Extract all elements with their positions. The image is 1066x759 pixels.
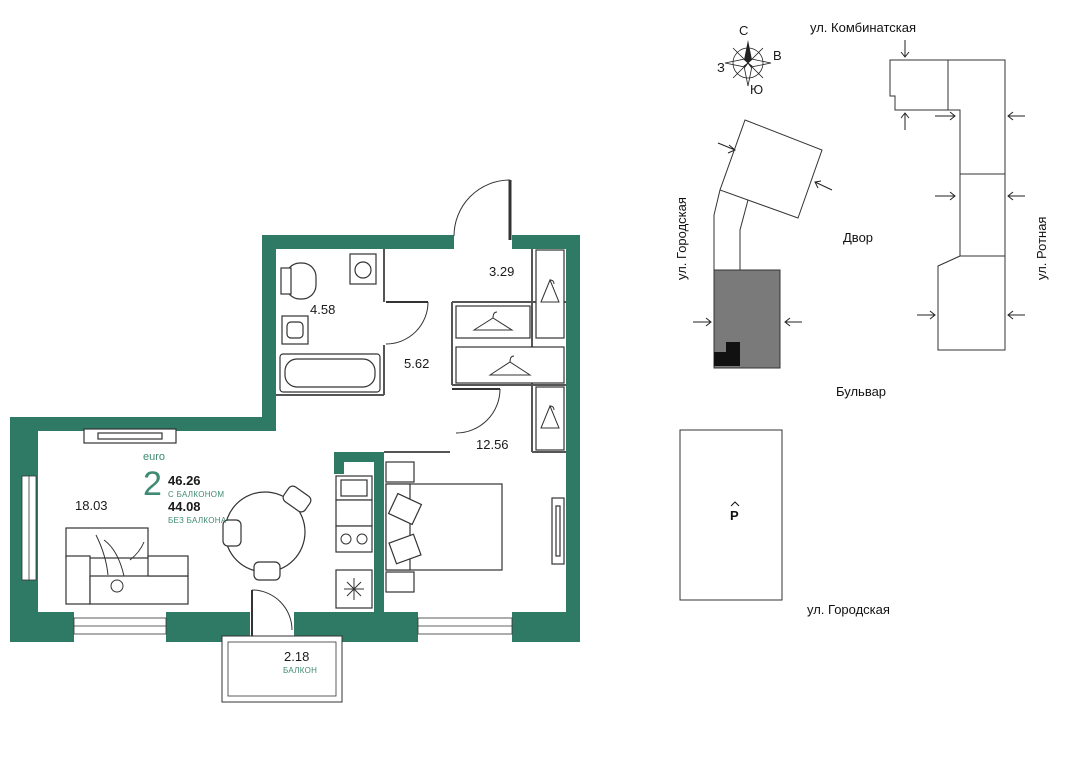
bathroom-area: 4.58 <box>310 302 335 317</box>
balcony-area: 2.18 <box>284 649 309 664</box>
street-bottom: ул. Городская <box>807 602 890 617</box>
site-plan: ул. Комбинатская ул. Городская ул. Ротна… <box>674 20 1049 617</box>
with-balcony-label: С БАЛКОНОМ <box>168 490 224 499</box>
selected-building <box>713 269 781 369</box>
compass-west: З <box>717 60 725 75</box>
floor-plan: 4.58 5.62 3.29 12.56 18.03 2.18 БАЛКОН e… <box>10 179 580 703</box>
area-without-balcony: 44.08 <box>168 499 201 514</box>
without-balcony-label: БЕЗ БАЛКОНА <box>168 516 227 525</box>
street-left: ул. Городская <box>674 197 689 280</box>
apartment-info: euro 2 46.26 С БАЛКОНОМ 44.08 БЕЗ БАЛКОН… <box>143 451 227 525</box>
area-with-balcony: 46.26 <box>168 473 201 488</box>
boulevard-label: Бульвар <box>836 384 886 399</box>
living-area: 18.03 <box>75 498 108 513</box>
windows <box>21 475 513 635</box>
bedroom-area: 12.56 <box>476 437 509 452</box>
doors <box>251 179 512 640</box>
living-furniture <box>65 428 312 605</box>
bedroom-furniture <box>385 461 565 593</box>
balcony <box>221 635 343 703</box>
compass-north: С <box>739 23 748 38</box>
compass-east: В <box>773 48 782 63</box>
room-count: 2 <box>143 465 162 503</box>
entrance-arrows <box>693 40 1025 327</box>
storage-area: 3.29 <box>489 264 514 279</box>
parking-hat-icon <box>730 501 740 507</box>
street-top: ул. Комбинатская <box>810 20 916 35</box>
hallway-area: 5.62 <box>404 356 429 371</box>
kitchen-fixtures <box>335 475 373 609</box>
street-right: ул. Ротная <box>1034 217 1049 280</box>
compass-icon: С В Ю З <box>717 23 782 97</box>
walls <box>10 235 580 642</box>
selected-section-marker <box>714 342 740 366</box>
bathroom-fixtures <box>279 253 381 393</box>
compass-south: Ю <box>750 82 763 97</box>
apartment-type: euro <box>143 451 165 463</box>
wardrobes <box>455 249 565 451</box>
parking-label: P <box>730 508 739 523</box>
balcony-label: БАЛКОН <box>283 666 317 675</box>
yard-label: Двор <box>843 230 873 245</box>
